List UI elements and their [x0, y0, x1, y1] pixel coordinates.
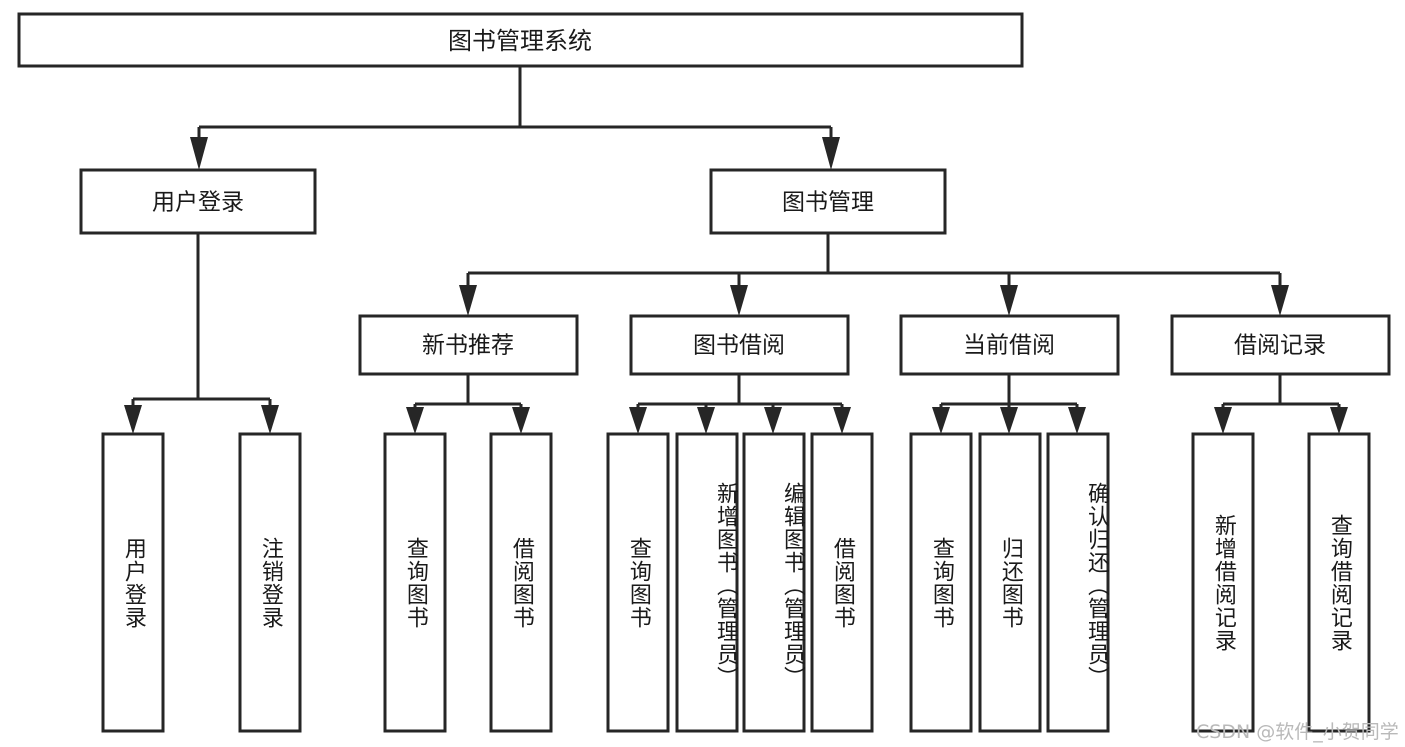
- node-user-login-label: 用户登录: [152, 190, 244, 216]
- arrow-to-leaf-bb-borrow-book: [833, 407, 851, 434]
- leaf-box-nb-borrow-book[interactable]: [489, 432, 553, 733]
- node-book-borrow[interactable]: 图书借阅: [629, 314, 850, 376]
- arrow-to-leaf-logout-login: [261, 405, 279, 434]
- node-current-borrow-box[interactable]: [899, 314, 1120, 376]
- leaf-box-bb-query-book[interactable]: [606, 432, 670, 733]
- node-borrow-record-label: 借阅记录: [1234, 333, 1326, 359]
- leaf-box-bb-edit-book[interactable]: [742, 432, 806, 733]
- node-book-manage-label: 图书管理: [782, 190, 874, 216]
- node-book-manage-box[interactable]: [709, 168, 947, 235]
- node-current-borrow-label: 当前借阅: [963, 333, 1055, 359]
- arrow-to-book-manage: [822, 137, 840, 170]
- node-book-manage[interactable]: 图书管理: [709, 168, 947, 235]
- leaf-box-user-login[interactable]: [101, 432, 165, 733]
- leaf-box-cb-query-book[interactable]: [909, 432, 973, 733]
- arrow-to-leaf-cb-return-book: [1000, 407, 1018, 434]
- arrow-to-leaf-bb-add-book: [697, 407, 715, 434]
- node-user-login[interactable]: 用户登录: [79, 168, 317, 235]
- connectors-current-borrow-to-leaves: [932, 374, 1086, 434]
- connectors-root-to-level2: [190, 66, 840, 170]
- leaf-box-nb-query-book[interactable]: [383, 432, 447, 733]
- node-current-borrow[interactable]: 当前借阅: [899, 314, 1120, 376]
- arrow-to-leaf-nb-query-book: [406, 407, 424, 434]
- arrow-to-leaf-nb-borrow-book: [512, 407, 530, 434]
- node-new-book-recommend[interactable]: 新书推荐: [358, 314, 579, 376]
- node-root[interactable]: 图书管理系统: [17, 12, 1024, 68]
- node-book-borrow-box[interactable]: [629, 314, 850, 376]
- node-borrow-record-box[interactable]: [1170, 314, 1391, 376]
- arrow-to-leaf-cb-query-book: [932, 407, 950, 434]
- leaf-box-br-query-record[interactable]: [1307, 432, 1371, 733]
- arrow-to-current-borrow: [1000, 285, 1018, 316]
- leaf-box-bb-borrow-book[interactable]: [810, 432, 874, 733]
- node-root-box[interactable]: [17, 12, 1024, 68]
- arrow-to-user-login: [190, 137, 208, 170]
- leaf-box-logout-login[interactable]: [238, 432, 302, 733]
- leaf-box-bb-add-book[interactable]: [675, 432, 739, 733]
- connectors-borrow-record-to-leaves: [1214, 374, 1348, 434]
- arrow-to-book-borrow: [730, 285, 748, 316]
- arrow-to-borrow-record: [1271, 285, 1289, 316]
- arrow-to-leaf-bb-query-book: [629, 407, 647, 434]
- arrow-to-leaf-cb-confirm-return: [1068, 407, 1086, 434]
- node-new-book-recommend-box[interactable]: [358, 314, 579, 376]
- node-root-label: 图书管理系统: [448, 27, 592, 55]
- node-borrow-record[interactable]: 借阅记录: [1170, 314, 1391, 376]
- leaf-box-cb-confirm-return[interactable]: [1046, 432, 1110, 733]
- node-user-login-box[interactable]: [79, 168, 317, 235]
- connectors-book-manage-to-level3: [459, 233, 1289, 316]
- arrow-to-leaf-bb-edit-book: [764, 407, 782, 434]
- node-new-book-recommend-label: 新书推荐: [422, 333, 514, 359]
- leaf-box-br-add-record[interactable]: [1191, 432, 1255, 733]
- arrow-to-leaf-user-login: [124, 405, 142, 434]
- arrow-to-new-book-recommend: [459, 285, 477, 316]
- arrow-to-leaf-br-query-record: [1330, 407, 1348, 434]
- csdn-watermark: CSDN @软件_小贺同学: [1196, 721, 1399, 743]
- connectors-new-book-to-leaves: [406, 374, 530, 434]
- leaf-box-cb-return-book[interactable]: [978, 432, 1042, 733]
- connectors-book-borrow-to-leaves: [629, 374, 851, 434]
- arrow-to-leaf-br-add-record: [1214, 407, 1232, 434]
- connectors-user-login-to-leaves: [124, 233, 279, 434]
- node-book-borrow-label: 图书借阅: [693, 333, 785, 359]
